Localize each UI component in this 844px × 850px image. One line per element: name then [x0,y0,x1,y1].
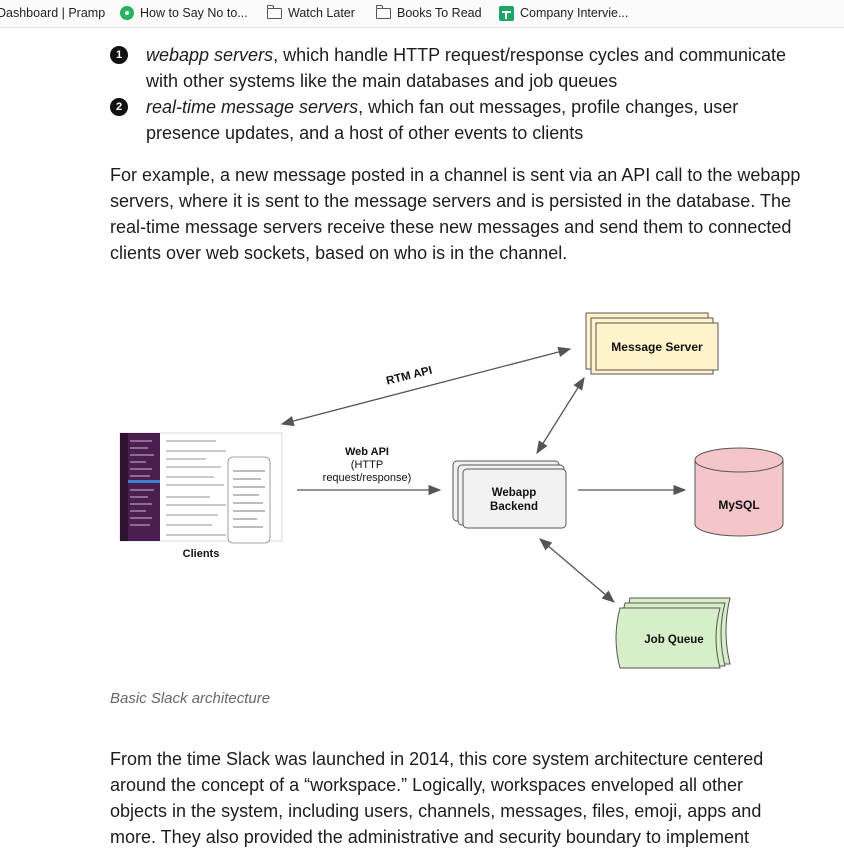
para-line: around the concept of a “workspace.” Log… [110,775,744,795]
mysql-database: MySQL [694,447,784,537]
bookmark-books-to-read[interactable]: Books To Read [375,3,482,23]
http-label: (HTTP [351,459,383,471]
paragraph-workspace: From the time Slack was launched in 2014… [110,746,810,850]
request-response-label: request/response) [323,472,412,484]
backend-label: Backend [490,501,538,513]
number-badge: 1 [110,46,128,64]
web-api-label: Web API [345,446,389,458]
bookmark-pramp[interactable]: Dashboard | Pramp [0,3,105,23]
para-line: objects in the system, including users, … [110,801,762,821]
folder-icon [375,4,391,19]
bookmark-how-to-say-no[interactable]: How to Say No to... [120,3,248,23]
webapp-backend-box: Webapp Backend [452,460,567,529]
bookmark-label: Dashboard | Pramp [0,6,106,20]
para-line: From the time Slack was launched in 2014… [110,749,764,769]
para-line: clients over web sockets, based on who i… [110,243,568,263]
paragraph-example: For example, a new message posted in a c… [110,162,810,266]
rtm-api-arrow [280,346,572,427]
message-server-box: Message Server [585,312,719,375]
bookmark-label: Company Intervie... [520,6,629,20]
clients-label: Clients [183,548,220,560]
green-circle-icon [120,6,134,20]
list-desc-line2: presence updates, and a host of other ev… [146,123,584,143]
webapp-jobqueue-arrow [539,538,615,603]
message-webapp-arrow [536,376,585,455]
para-line: more. They also provided the administrat… [110,827,749,847]
list-desc: , which fan out messages, profile change… [358,97,739,117]
bookmark-company-interview[interactable]: Company Intervie... [499,3,628,23]
para-line: servers, where it is sent to the message… [110,191,792,211]
para-line: For example, a new message posted in a c… [110,165,801,185]
clients-screenshot [119,432,283,544]
architecture-diagram: Message Server RTM API [119,312,784,669]
list-desc: , which handle HTTP request/response cyc… [273,45,786,65]
list-desc-line2: with other systems like the main databas… [146,71,618,91]
list-item-text: real-time message servers, which fan out… [146,94,806,146]
figure-caption: Basic Slack architecture [110,690,271,707]
rtm-api-label: RTM API [385,365,433,388]
webapp-label: Webapp [492,487,537,499]
list-term: webapp servers [146,45,274,65]
folder-icon [266,4,282,19]
para-line: real-time message servers receive these … [110,217,792,237]
bookmarks-bar: Dashboard | Pramp How to Say No to... Wa… [0,0,844,28]
bookmark-label: Books To Read [397,6,482,20]
list-term: real-time message servers [146,97,359,117]
job-queue-label: Job Queue [644,634,703,646]
mysql-label: MySQL [718,498,759,512]
bookmark-label: Watch Later [288,6,355,20]
list-item-text: webapp servers, which handle HTTP reques… [146,42,806,94]
bookmark-label: How to Say No to... [140,6,248,20]
bookmark-watch-later[interactable]: Watch Later [266,3,355,23]
message-server-label: Message Server [611,340,703,354]
job-queue-box: Job Queue [615,597,731,669]
number-badge: 2 [110,98,128,116]
sheets-icon [499,5,514,21]
